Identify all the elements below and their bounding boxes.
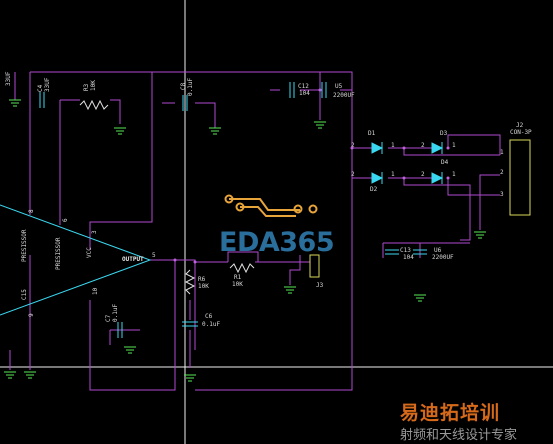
presissor-2: PRESISSOR (55, 237, 62, 270)
r3-value: 10K (90, 80, 97, 91)
diodes (371, 142, 444, 184)
c6-ref: C6 (205, 313, 213, 320)
wire-net (9, 71, 501, 391)
u6-value: 2200UF (432, 254, 454, 261)
c-left-value: 33UF (5, 71, 12, 86)
d2-pin-left: 2 (351, 171, 355, 178)
c12-value: 104 (299, 90, 310, 97)
d1-pin-right: 1 (391, 142, 395, 149)
connector-j2 (509, 139, 531, 216)
j2-pin-1: 1 (500, 149, 504, 156)
brand-logo-title: 易迪拓培训 (400, 402, 501, 424)
d1-pin-left: 2 (351, 142, 355, 149)
pcb-trace-logo (224, 194, 318, 217)
c13-value: 104 (403, 254, 414, 261)
r1-ref: R1 (234, 274, 242, 281)
pin-9: 9 (28, 313, 35, 317)
r6-value: 10K (198, 283, 209, 290)
d3-pin-left: 2 (421, 142, 425, 149)
d3-ref: D3 (440, 130, 448, 137)
junction-dots (173, 88, 450, 264)
brand-logo-subtitle: 射频和天线设计专家 (400, 428, 518, 443)
brand-logo: 易迪拓培训 射频和天线设计专家 (400, 398, 550, 443)
c8-value: 0.1uF (187, 77, 194, 96)
output-pin: 5 (152, 252, 156, 259)
connector-j3 (309, 254, 320, 278)
c15-ref: C15 (21, 289, 28, 300)
d1-ref: D1 (368, 130, 376, 137)
output-label: OUTPUT (122, 256, 144, 263)
component-pins (39, 82, 427, 338)
u5-value: 2200UF (333, 92, 355, 99)
u5-ref: U5 (335, 83, 343, 90)
c4-value: 33UF (44, 77, 51, 92)
d4-pin-left: 2 (421, 171, 425, 178)
presissor-1: PRESISSOR (21, 229, 28, 262)
j2-value: CON-3P (510, 129, 532, 136)
c7-value: 0.1uF (112, 303, 119, 322)
d4-pin-right: 1 (452, 171, 456, 178)
u6-ref: U6 (434, 247, 442, 254)
d2-pin-right: 1 (391, 171, 395, 178)
r1-value: 10K (232, 281, 243, 288)
vcc-label: VCC (86, 247, 93, 258)
j2-ref: J2 (516, 122, 524, 129)
d3-pin-right: 1 (452, 142, 456, 149)
eda365-watermark: EDA365 (219, 227, 335, 258)
gnd-pin: 10 (92, 287, 99, 295)
j3-ref: J3 (316, 282, 324, 289)
r6-ref: R6 (198, 276, 206, 283)
c13-ref: C13 (400, 247, 411, 254)
ground-symbols (4, 99, 486, 382)
pin-6: 6 (62, 218, 69, 222)
pin-8: 8 (28, 209, 35, 213)
j2-pin-2: 2 (500, 169, 504, 176)
j2-pin-3: 3 (500, 191, 504, 198)
c6-value: 0.1uF (202, 321, 221, 328)
d4-ref: D4 (441, 159, 449, 166)
op-amp (0, 204, 152, 316)
c12-ref: C12 (298, 83, 309, 90)
d2-ref: D2 (370, 186, 378, 193)
resistors (79, 99, 255, 295)
vcc-pin: 3 (91, 230, 98, 234)
